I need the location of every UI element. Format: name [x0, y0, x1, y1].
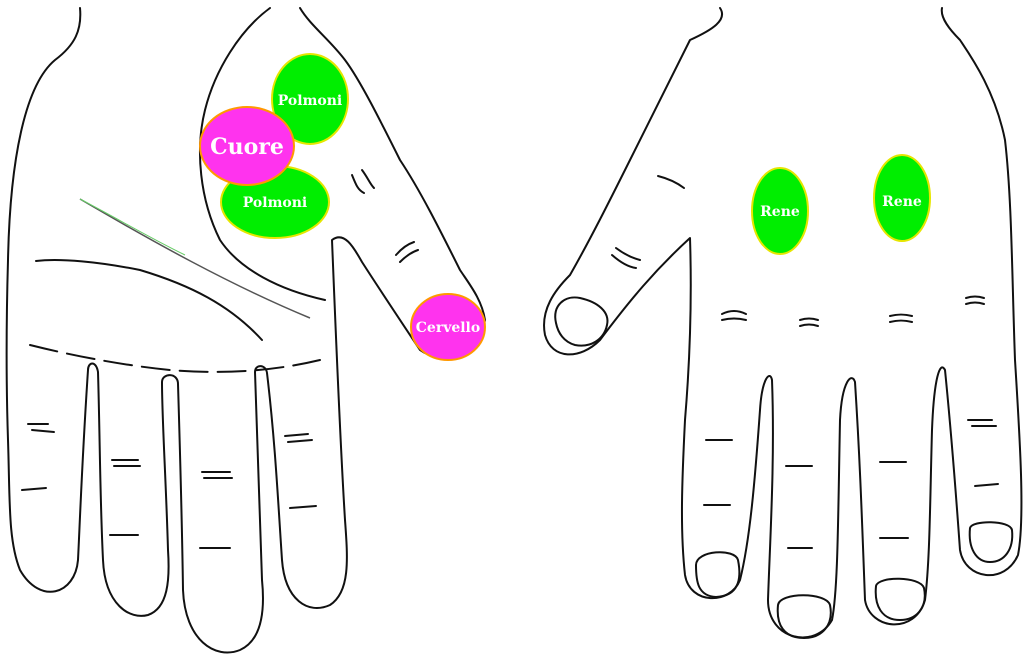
zone-label-lungs-lower: Polmoni	[243, 195, 307, 211]
zone-label-brain: Cervello	[416, 320, 480, 336]
right-hand-outline	[543, 7, 1023, 639]
left-head-line	[79, 198, 311, 319]
zone-heart: Cuore	[199, 106, 295, 186]
zone-label-heart: Cuore	[210, 134, 284, 160]
zone-kidney-left: Rene	[751, 167, 809, 255]
right-thumb-creases	[611, 175, 685, 269]
right-hand: Rene Rene	[543, 7, 1023, 639]
right-knuckle-creases	[721, 295, 985, 327]
right-finger-creases	[703, 419, 999, 549]
right-finger-nails	[695, 521, 1014, 639]
right-thumb-nail	[554, 296, 609, 347]
zone-kidney-right: Rene	[873, 154, 931, 242]
left-index-creases	[351, 169, 419, 263]
zone-label-lungs-upper: Polmoni	[278, 93, 342, 109]
left-heart-line	[29, 344, 321, 373]
left-finger-creases	[21, 423, 317, 549]
left-life-line	[35, 259, 263, 341]
zone-lungs-upper: Polmoni	[271, 53, 349, 145]
zone-label-kidney-right: Rene	[882, 194, 922, 210]
left-hand: Polmoni Polmoni Cuore Cervello	[5, 7, 486, 654]
zone-label-kidney-left: Rene	[760, 204, 800, 220]
left-thumb-edge	[199, 7, 326, 301]
zone-brain: Cervello	[410, 293, 486, 361]
left-head-line-highlight	[79, 198, 186, 256]
